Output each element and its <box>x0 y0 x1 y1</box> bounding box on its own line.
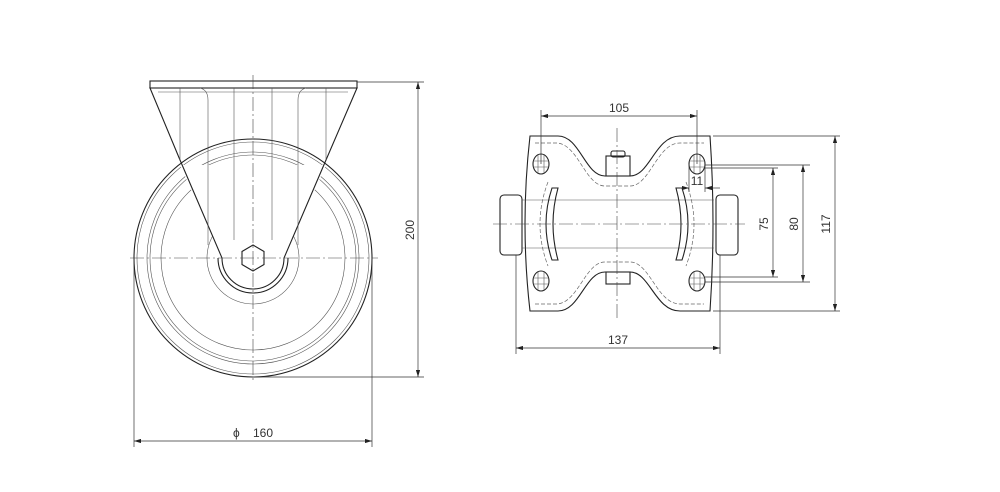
dimension-137: 137 <box>515 255 721 354</box>
plate-length-label: 117 <box>819 214 833 233</box>
plate-width-label: 137 <box>608 333 628 347</box>
dimension-75-80-117: 75 80 117 <box>705 135 840 312</box>
hole-spacing-y-max-label: 80 <box>787 217 801 231</box>
dimension-wheel-diameter: ϕ 160 <box>133 258 373 447</box>
kingpin-nut-top <box>605 155 631 177</box>
front-view: 200 ϕ 160 <box>130 75 424 447</box>
axle-nut-hex <box>241 244 265 272</box>
hole-diameter-label: 11 <box>691 174 704 188</box>
dimension-11: 11 <box>680 164 720 192</box>
axle-nut-right <box>715 194 739 256</box>
height-label: 200 <box>403 220 417 240</box>
axle-nut-left <box>499 194 523 256</box>
top-view: 105 137 11 75 80 117 <box>493 101 840 354</box>
dimension-105: 105 <box>540 101 698 164</box>
mounting-holes <box>532 153 706 292</box>
fork-bracket <box>149 80 358 294</box>
hole-spacing-x-label: 105 <box>609 101 629 115</box>
hole-spacing-y-min-label: 75 <box>757 217 771 231</box>
dimension-height: 200 <box>253 81 424 378</box>
kingpin-nut-bottom <box>605 271 631 285</box>
diameter-label: 160 <box>253 426 273 440</box>
diameter-symbol: ϕ <box>233 426 240 440</box>
